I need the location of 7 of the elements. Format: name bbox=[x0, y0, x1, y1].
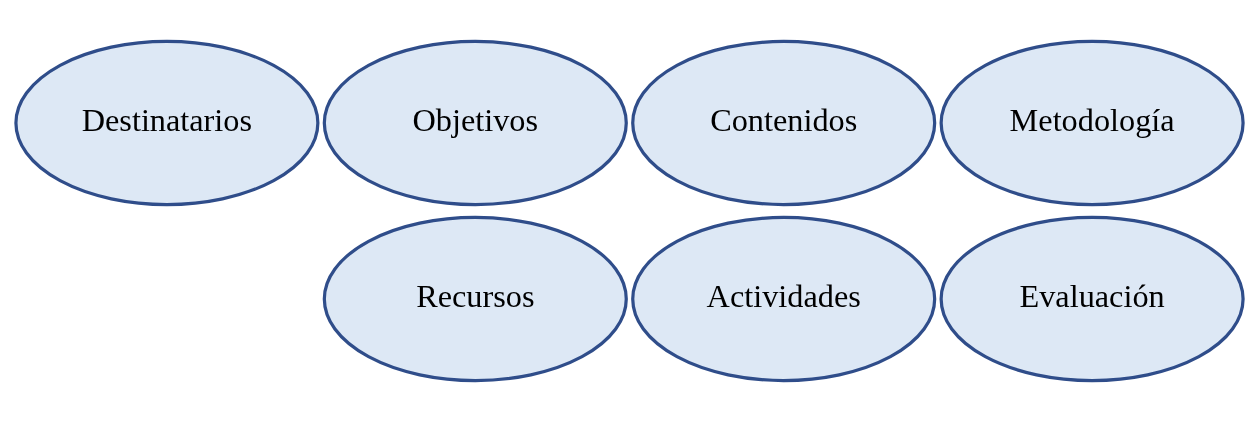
node-ellipse: Contenidos bbox=[631, 39, 937, 206]
node-ellipse: Evaluación bbox=[939, 215, 1245, 382]
node-ellipse: Recursos bbox=[322, 215, 628, 382]
node-ellipse: Actividades bbox=[631, 215, 937, 382]
node-ellipse: Destinatarios bbox=[14, 39, 320, 206]
node-ellipse: Objetivos bbox=[322, 39, 628, 206]
node-ellipse: Metodología bbox=[939, 39, 1245, 206]
